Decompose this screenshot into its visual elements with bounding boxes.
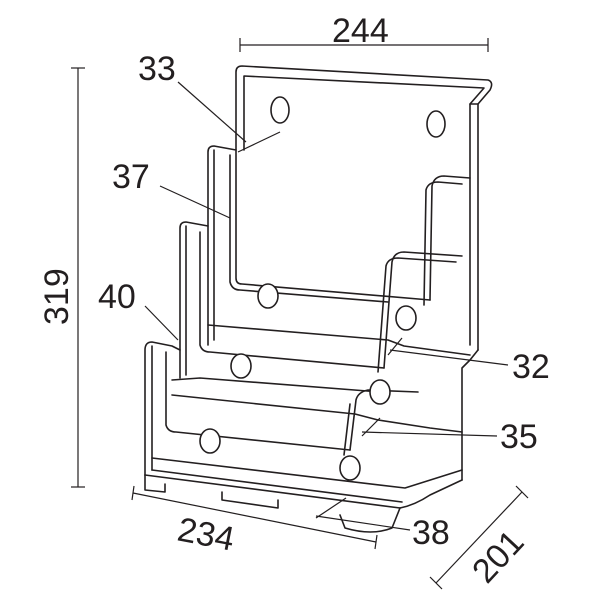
back-pocket — [207, 145, 471, 346]
label-40: 40 — [98, 278, 136, 316]
label-319: 319 — [38, 268, 76, 325]
label-234: 234 — [174, 511, 237, 559]
label-38: 38 — [412, 514, 450, 552]
label-32: 32 — [512, 348, 550, 386]
middle-pocket — [179, 221, 471, 379]
label-35: 35 — [500, 418, 538, 456]
mounting-holes — [199, 96, 446, 481]
dimension-234 — [131, 485, 378, 550]
front-pocket — [144, 341, 463, 476]
back-panel — [235, 65, 493, 481]
label-33: 33 — [138, 50, 176, 88]
leader-lines — [144, 81, 509, 531]
base — [144, 457, 463, 533]
dimension-319 — [71, 67, 85, 488]
label-37: 37 — [112, 158, 150, 196]
dimension-201 — [429, 485, 529, 590]
label-244: 244 — [332, 12, 389, 50]
dimension-244 — [239, 38, 489, 52]
label-201: 201 — [465, 523, 531, 590]
